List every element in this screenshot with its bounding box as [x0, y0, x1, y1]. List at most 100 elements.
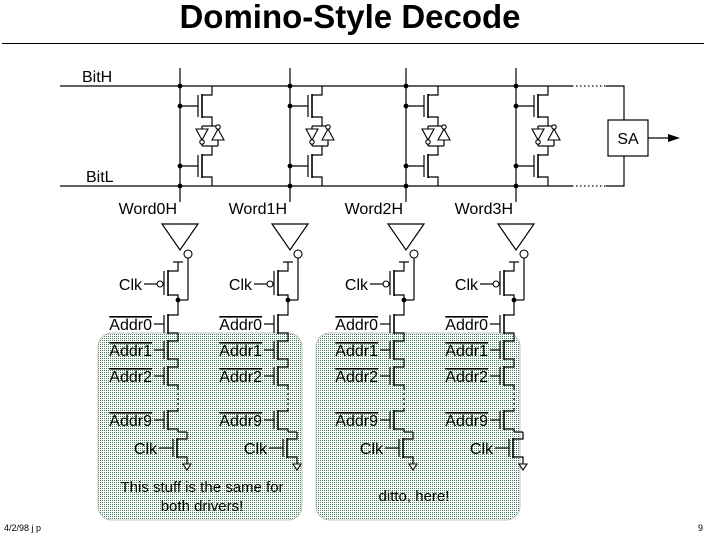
addr-label-addr1: Addr1 [219, 343, 262, 360]
word-line-label: Word3H [455, 201, 513, 218]
word-line-label: Word1H [229, 201, 287, 218]
clk-precharge-fet-source [394, 294, 405, 298]
stack-fet-addr1-source [394, 358, 405, 362]
junction-dot [403, 83, 409, 89]
stack-fet-addr2-drain [394, 364, 405, 368]
stack-fet-addr2-drain [504, 364, 515, 368]
bit-h-to-sa [606, 85, 625, 120]
ground-symbol [407, 463, 419, 471]
stack-fet-addr1-drain [394, 338, 405, 342]
word-line-driver [160, 223, 200, 252]
latch-inverter-left [531, 128, 545, 142]
clk-precharge-label: Clk [345, 277, 369, 294]
lower-access-fet-source [202, 176, 213, 180]
junction-dot [287, 183, 293, 189]
junction-dot [513, 83, 519, 89]
lower-access-fet-drain [312, 152, 323, 156]
clk-evaluate-label: Clk [360, 441, 384, 458]
sense-amp-label: SA [617, 131, 639, 148]
clk-evaluate-fet-source [177, 456, 188, 460]
inversion-bubble [425, 139, 431, 145]
addr-label-addr0: Addr0 [445, 317, 488, 334]
clk-evaluate-fet-drain [513, 436, 524, 440]
sa-output-arrow [668, 134, 680, 142]
ditto-logic-region [315, 332, 521, 521]
clk-evaluate-label: Clk [134, 441, 158, 458]
latch-inverter-right [437, 127, 451, 141]
page-number: 9 [698, 523, 703, 533]
addr-label-addr1: Addr1 [335, 343, 378, 360]
lower-access-fet-drain [428, 152, 439, 156]
addr-label-addr0: Addr0 [109, 317, 152, 334]
footer-date: 4/2/98 j p [4, 523, 41, 533]
upper-access-fet-source [428, 116, 439, 120]
junction-dot [513, 183, 519, 189]
lower-access-fet-drain [202, 152, 213, 156]
addr-label-addr2: Addr2 [109, 369, 152, 386]
latch-inverter-left [195, 128, 209, 142]
stack-fet-addr9-drain [394, 408, 405, 412]
stack-fet-addr0-drain [168, 312, 179, 316]
clk-precharge-fet-drain [168, 268, 179, 272]
clk-precharge-label: Clk [119, 277, 143, 294]
clk-precharge-fet-drain [504, 268, 515, 272]
stack-fet-addr9-drain [504, 408, 515, 412]
ground-symbol [291, 463, 303, 471]
clk-evaluate-label: Clk [244, 441, 268, 458]
lower-access-fet-source [428, 176, 439, 180]
addr-label-addr2: Addr2 [335, 369, 378, 386]
stack-fet-addr2-source [504, 384, 515, 388]
stack-fet-addr1-source [168, 358, 179, 362]
clk-evaluate-fet-drain [287, 436, 298, 440]
inversion-bubble [325, 124, 331, 130]
shared-note-line1: This stuff is the same for [120, 479, 283, 496]
ground-symbol [181, 463, 193, 471]
shared-note-line2: both drivers! [161, 498, 244, 515]
junction-dot [403, 183, 409, 189]
stack-fet-addr0-source [504, 332, 515, 336]
stack-fet-addr2-drain [278, 364, 289, 368]
lower-access-fet-drain [538, 152, 549, 156]
inversion-bubble [519, 249, 529, 259]
bit-l-label: BitL [86, 169, 114, 186]
stack-fet-addr9-source [168, 428, 179, 432]
addr-label-addr9: Addr9 [109, 413, 152, 430]
stack-fet-addr1-drain [168, 338, 179, 342]
inversion-bubble [492, 280, 500, 288]
clk-precharge-fet-drain [278, 268, 289, 272]
ground-symbol [517, 463, 529, 471]
inversion-bubble [551, 124, 557, 130]
word-line-driver [270, 223, 310, 252]
stack-fet-addr2-source [168, 384, 179, 388]
addr-label-addr9: Addr9 [445, 413, 488, 430]
stack-fet-addr0-drain [278, 312, 289, 316]
ditto-note: ditto, here! [379, 488, 450, 505]
stack-fet-addr0-source [168, 332, 179, 336]
stack-fet-addr0-drain [394, 312, 405, 316]
inversion-bubble [293, 249, 303, 259]
stack-fet-addr9-source [278, 428, 289, 432]
upper-access-fet-source [202, 116, 213, 120]
clk-precharge-fet-drain [394, 268, 405, 272]
slide-title: Domino-Style Decode [179, 0, 521, 35]
clk-evaluate-fet-source [287, 456, 298, 460]
inversion-bubble [409, 249, 419, 259]
clk-precharge-fet-source [278, 294, 289, 298]
clk-evaluate-fet-source [513, 456, 524, 460]
stack-fet-addr1-source [504, 358, 515, 362]
clk-precharge-fet-source [504, 294, 515, 298]
upper-access-fet-drain [538, 92, 549, 96]
word-line-driver [496, 223, 536, 252]
stack-fet-addr1-drain [278, 338, 289, 342]
clk-evaluate-label: Clk [470, 441, 494, 458]
shared-logic-region [97, 332, 303, 521]
stack-fet-addr2-drain [168, 364, 179, 368]
stack-fet-addr0-source [278, 332, 289, 336]
clk-precharge-label: Clk [455, 277, 479, 294]
upper-access-fet-drain [202, 92, 213, 96]
word-line-label: Word2H [345, 201, 403, 218]
inversion-bubble [215, 124, 221, 130]
